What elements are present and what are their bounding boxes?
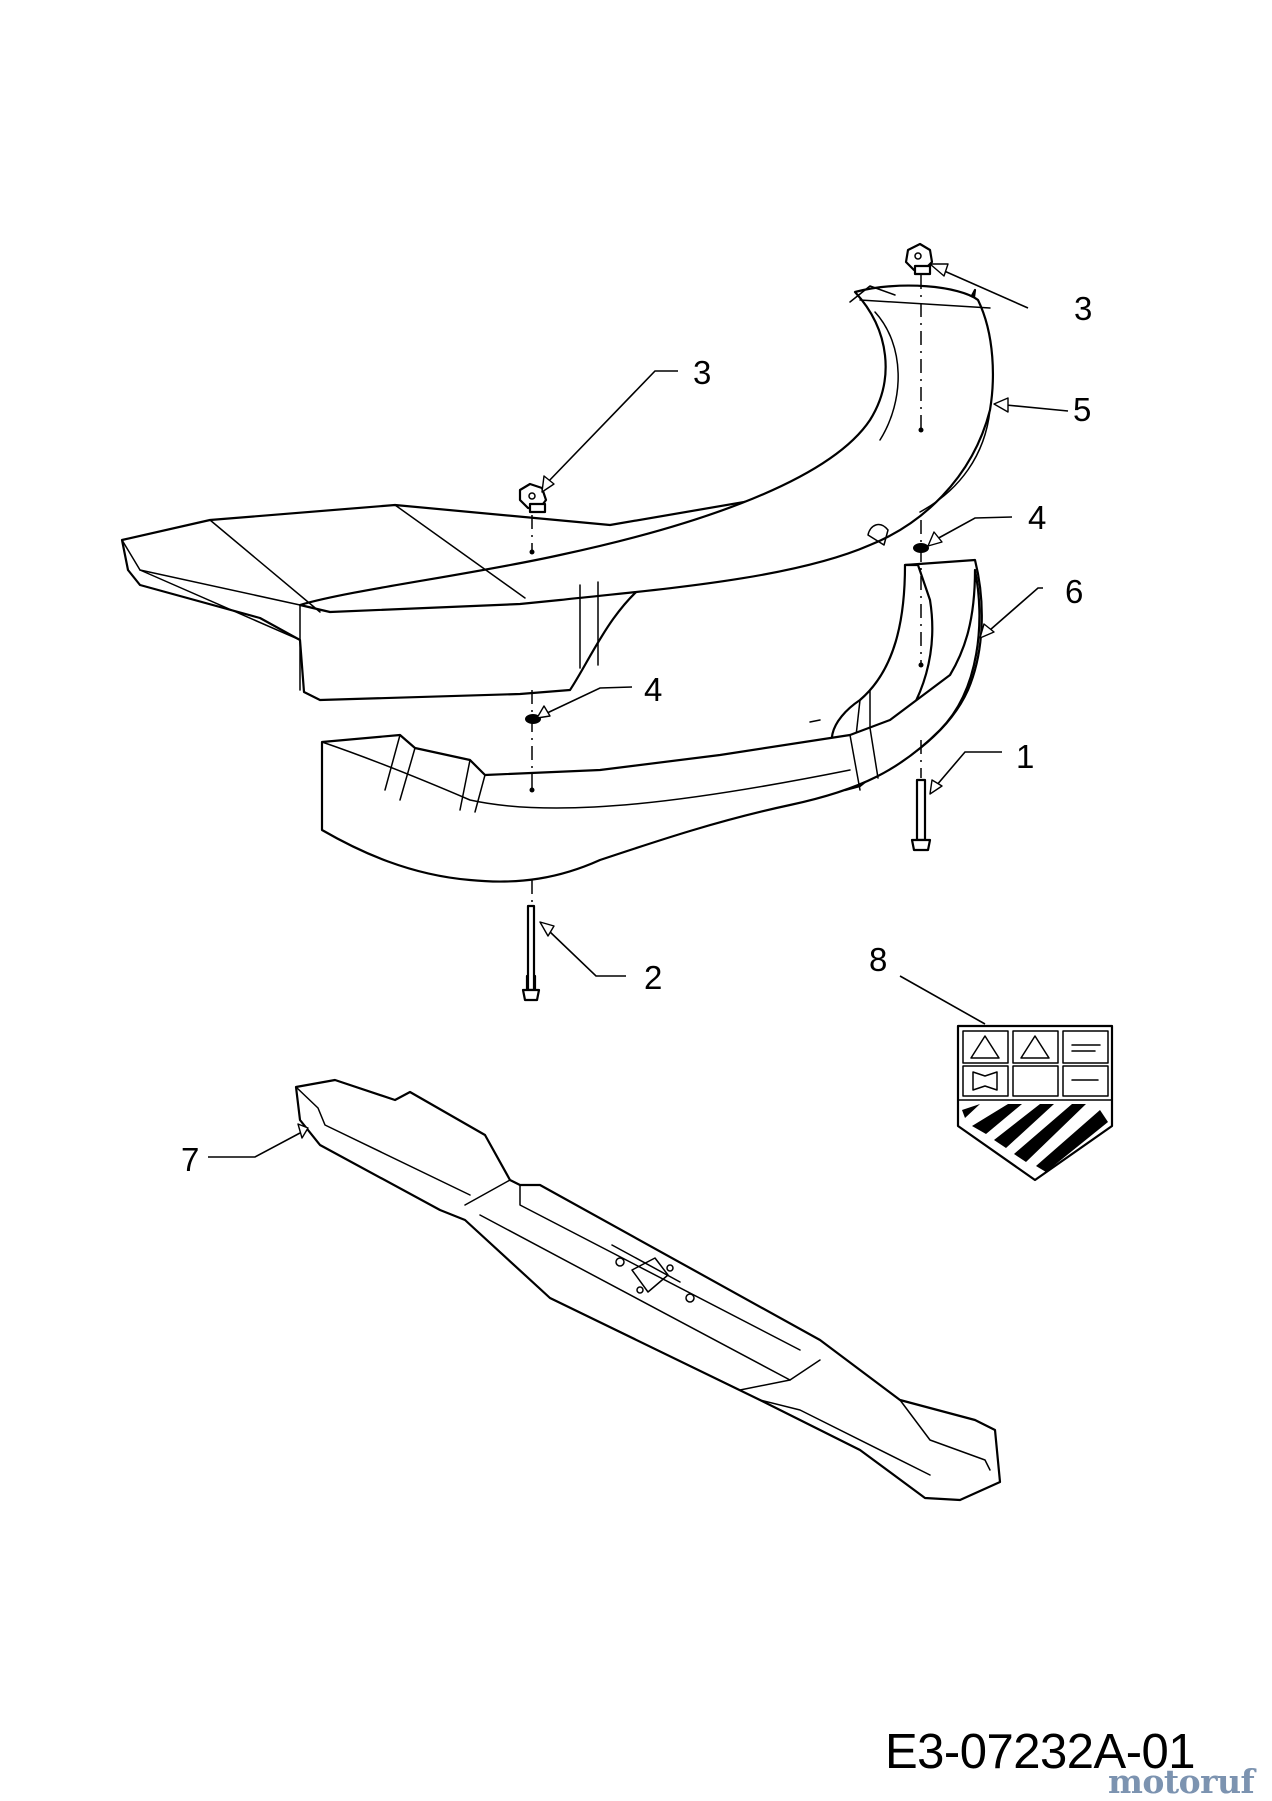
callout-numbers: 3 3 5 4 6 4 1 2 8 7 [181, 290, 1092, 1178]
leader-lines [208, 263, 1069, 1158]
callout-4-upper: 4 [1028, 499, 1046, 536]
part-3-clip-right [904, 242, 934, 276]
callout-5: 5 [1073, 391, 1091, 428]
part-8-warning-label [956, 1024, 1114, 1182]
callout-3-right: 3 [1074, 290, 1092, 327]
part-4-washer-lower [525, 714, 541, 724]
part-6-base-panel [320, 568, 981, 883]
drawing-code: E3-07232A-01 [885, 1725, 1196, 1779]
part-1-pin [910, 778, 932, 852]
part-7-blade [294, 1078, 1002, 1502]
callout-2: 2 [644, 959, 662, 996]
callout-8: 8 [869, 941, 887, 978]
callout-6: 6 [1065, 573, 1083, 610]
watermark-text: motoruf [1108, 1762, 1255, 1801]
callout-3-left: 3 [693, 354, 711, 391]
label-hazard-stripes [962, 1104, 1108, 1172]
part-5-deflector-upper [120, 284, 994, 702]
assembly-axes [529, 275, 924, 905]
callout-4-lower: 4 [644, 671, 662, 708]
watermark-logo: motoruf [1108, 1762, 1255, 1801]
part-3-clip-left [518, 482, 548, 514]
part-2-pin [521, 904, 541, 1002]
callout-7: 7 [181, 1141, 199, 1178]
callout-1: 1 [1016, 738, 1034, 775]
